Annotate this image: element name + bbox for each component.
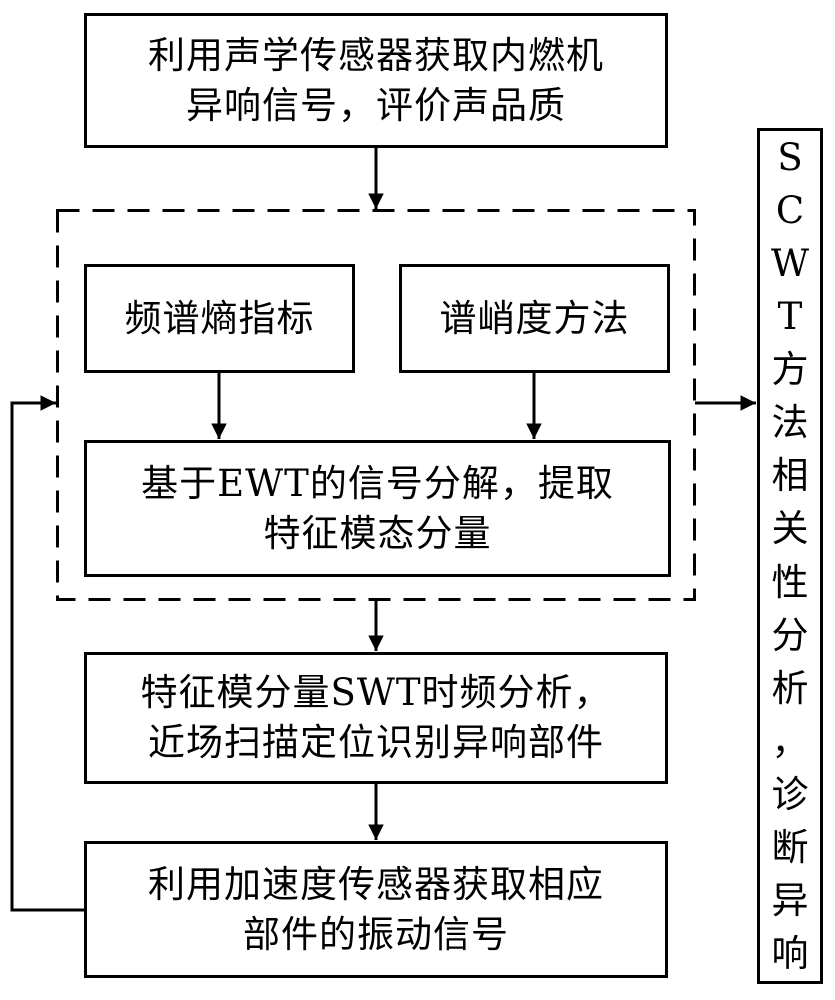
node-acquire-vibration: 利用加速度传感器获取相应 部件的振动信号 xyxy=(84,841,668,978)
vertical-char: 析 xyxy=(771,666,809,710)
node-text-line: 频谱熵指标 xyxy=(124,296,315,340)
node-text-line: 部件的振动信号 xyxy=(243,912,509,956)
vertical-char: 诊 xyxy=(771,772,809,816)
node-text-line: 利用声学传感器获取内燃机 xyxy=(148,33,604,77)
node-acquire-acoustic: 利用声学传感器获取内燃机 异响信号，评价声品质 xyxy=(84,13,668,148)
node-scwt-analysis: S C W T 方 法 相 关 性 分 析 ， 诊 断 异 响 xyxy=(757,128,823,984)
node-text-line: 利用加速度传感器获取相应 xyxy=(148,862,604,906)
vertical-char: C xyxy=(775,189,805,233)
node-spectral-entropy: 频谱熵指标 xyxy=(84,264,355,373)
vertical-char: 相 xyxy=(771,454,809,498)
edge-feedback xyxy=(10,395,84,912)
node-text-line: 基于EWT的信号分解，提取 xyxy=(141,461,614,505)
node-text-line: 特征模分量SWT时频分析， xyxy=(140,671,612,714)
vertical-char: T xyxy=(777,295,803,339)
vertical-char: 法 xyxy=(771,401,809,445)
vertical-char: S xyxy=(777,136,803,179)
node-text-line: 异响信号，评价声品质 xyxy=(186,83,566,127)
node-text-line: 特征模态分量 xyxy=(263,511,492,555)
node-text-line: 近场扫描定位识别异响部件 xyxy=(148,721,604,764)
vertical-char: 性 xyxy=(771,560,809,604)
vertical-char: ， xyxy=(771,719,809,763)
node-spectral-kurtosis: 谱峭度方法 xyxy=(399,264,670,373)
node-swt-analysis: 特征模分量SWT时频分析， 近场扫描定位识别异响部件 xyxy=(84,652,668,784)
node-text-line: 谱峭度方法 xyxy=(439,296,630,340)
node-ewt-decomposition: 基于EWT的信号分解，提取 特征模态分量 xyxy=(84,440,671,577)
vertical-char: 分 xyxy=(771,613,809,657)
vertical-char: W xyxy=(770,242,810,286)
vertical-char: 断 xyxy=(771,825,809,869)
vertical-char: 关 xyxy=(771,507,809,551)
vertical-char: 方 xyxy=(771,348,809,392)
vertical-char: 响 xyxy=(771,931,809,975)
vertical-char: 异 xyxy=(771,878,809,922)
